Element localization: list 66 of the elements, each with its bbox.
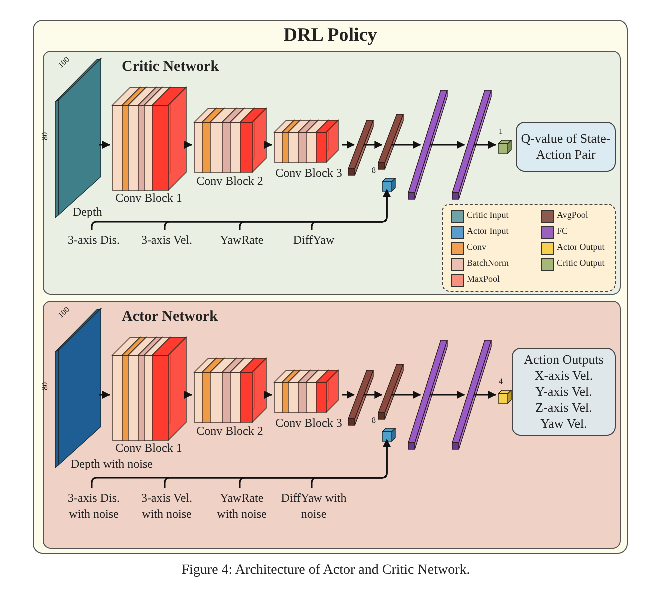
panel-title: Critic Network <box>122 58 220 76</box>
block-label: Conv Block 2 <box>196 175 264 188</box>
arrow <box>474 141 496 149</box>
block-label: Conv Block 1 <box>114 442 184 455</box>
input-label: Depth <box>73 205 102 220</box>
arrow <box>311 190 391 230</box>
output-box <box>516 122 616 172</box>
input-label: YawRate <box>219 232 265 248</box>
arrow <box>342 141 355 149</box>
arrow <box>264 391 272 399</box>
legend-label: AvgPool <box>557 209 588 222</box>
output-label: Q-value of State-Action Pair <box>520 131 612 163</box>
legend-label: Actor Input <box>467 225 509 238</box>
arrow <box>99 391 110 399</box>
output-label: X-axis Vel. <box>534 368 594 384</box>
network-panel <box>43 51 621 295</box>
input-label: 3-axis Vel. with noise <box>140 490 194 522</box>
input-label: Depth with noise <box>71 457 153 472</box>
network-panel <box>43 301 621 549</box>
arrow <box>392 141 422 149</box>
block-label: Conv Block 3 <box>274 167 344 180</box>
input-label: 3-axis Dis. <box>67 232 121 248</box>
arrow <box>430 391 466 399</box>
arrow <box>430 141 466 149</box>
legend-label: Actor Output <box>557 241 605 254</box>
input-label: 3-axis Dis. with noise <box>67 490 121 522</box>
arrow <box>474 391 496 399</box>
arrow <box>264 141 272 149</box>
output-heading: Action Outputs <box>524 352 604 368</box>
dimension-label: 80 <box>40 382 50 390</box>
arrow <box>99 141 110 149</box>
size-label: 1 <box>499 127 503 136</box>
input-label: DiffYaw with noise <box>281 490 347 522</box>
output-label: Yaw Vel. <box>540 416 588 432</box>
input-label: YawRate with noise <box>216 490 268 522</box>
arrow <box>342 391 355 399</box>
arrow <box>364 391 383 399</box>
legend-label: Critic Output <box>557 257 605 270</box>
legend-label: Conv <box>467 241 487 254</box>
output-label: Z-axis Vel. <box>536 400 592 416</box>
outer-panel <box>33 20 628 554</box>
arrow <box>364 141 383 149</box>
block-label: Conv Block 3 <box>274 417 344 430</box>
figure-caption: Figure 4: Architecture of Actor and Critic Network. <box>180 562 472 579</box>
legend-label: BatchNorm <box>467 257 509 270</box>
legend-label: FC <box>557 225 568 238</box>
input-label: 3-axis Vel. <box>140 232 194 248</box>
output-label: Y-axis Vel. <box>536 384 592 400</box>
dimension-label: 100 <box>56 55 72 70</box>
size-label: 8 <box>372 416 376 425</box>
arrow <box>184 391 192 399</box>
input-label: DiffYaw <box>292 232 336 248</box>
legend-label: Critic Input <box>467 209 509 222</box>
dimension-label: 100 <box>56 305 72 320</box>
panel-title: Actor Network <box>122 308 218 326</box>
block-label: Conv Block 2 <box>196 425 264 438</box>
panel-title: DRL Policy <box>282 25 378 47</box>
arrow <box>392 391 422 399</box>
arrow <box>311 440 391 488</box>
legend-label: MaxPool <box>467 273 500 286</box>
size-label: 4 <box>499 377 503 386</box>
dimension-label: 80 <box>40 132 50 140</box>
arrow <box>184 141 192 149</box>
size-label: 8 <box>372 166 376 175</box>
block-label: Conv Block 1 <box>114 192 184 205</box>
output-box <box>512 348 616 436</box>
